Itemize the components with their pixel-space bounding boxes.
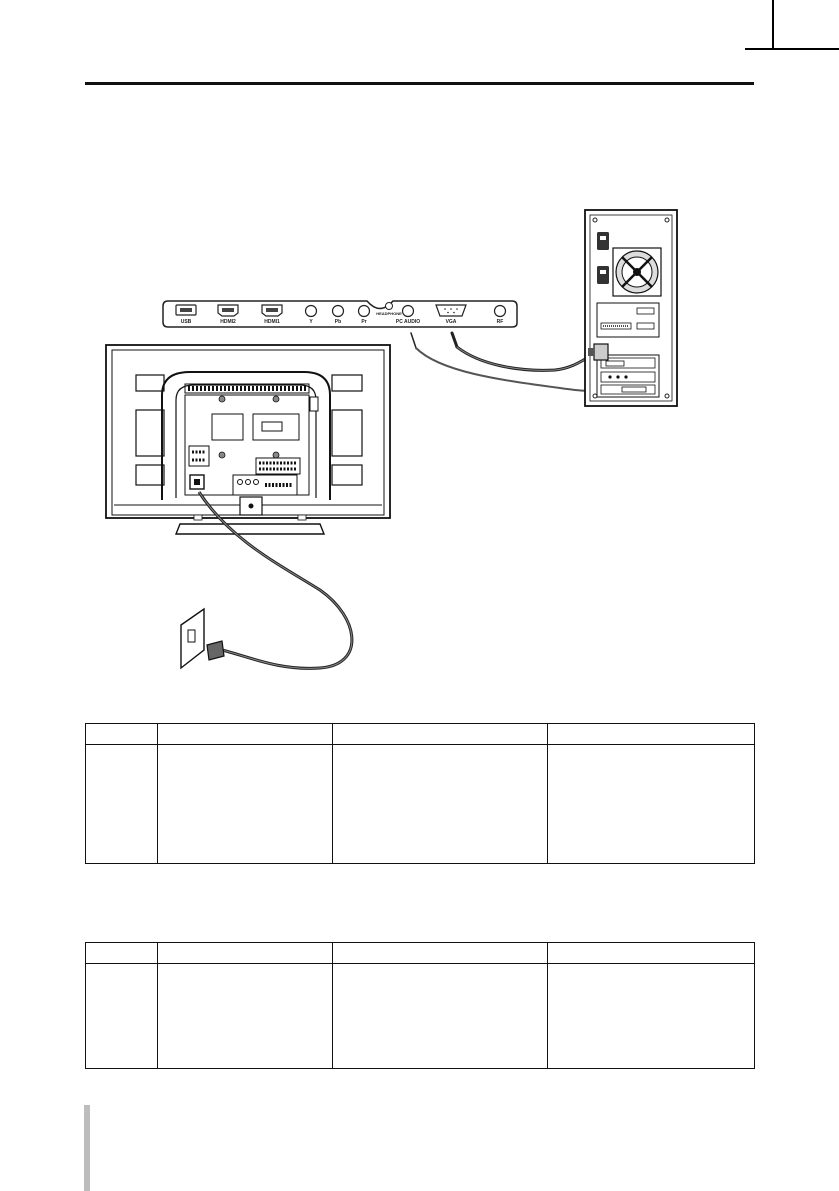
table-header-cell	[85, 723, 158, 745]
power-plug	[206, 640, 225, 661]
pc-tower	[584, 209, 678, 407]
pc-audio-card	[600, 371, 656, 383]
table-header-cell	[157, 723, 333, 745]
table-header-cell	[547, 723, 755, 745]
table-cell	[157, 963, 333, 1069]
table-header-cell	[547, 942, 755, 964]
wall-outlet	[180, 607, 225, 670]
port-label-pr: Pr	[361, 319, 366, 325]
table-header-row	[85, 723, 755, 745]
pb-jack	[331, 304, 345, 318]
tv-port-panel: USB HDMI2 HDMI1 Y Pb Pr HEADPHONE PC AUD…	[162, 300, 518, 328]
rf-jack	[493, 304, 507, 318]
port-label-usb: USB	[181, 319, 192, 325]
pc-cables	[410, 331, 606, 393]
table-cell	[157, 744, 333, 864]
port-label-hdmi1: HDMI1	[264, 319, 280, 325]
vga-port	[435, 304, 467, 317]
pc-vga-port	[600, 357, 656, 369]
port-label-vga: VGA	[446, 319, 457, 325]
pc-connection-diagram: USB HDMI2 HDMI1 Y Pb Pr HEADPHONE PC AUD…	[105, 209, 678, 670]
table-cell	[547, 963, 755, 1069]
table-cell	[85, 963, 158, 1069]
table-header-cell	[85, 942, 158, 964]
y-jack	[304, 304, 318, 318]
crop-mark-vertical	[772, 0, 774, 48]
pc-power-inlet	[597, 232, 609, 250]
power-cord	[197, 491, 354, 670]
port-label-hdmi2: HDMI2	[220, 319, 236, 325]
table-cell	[85, 744, 158, 864]
crop-mark-horizontal	[745, 48, 839, 50]
port-label-headphone: HEADPHONE	[376, 311, 402, 316]
table-header-cell	[332, 723, 548, 745]
spec-table-2	[85, 942, 755, 1069]
tv-rear-view	[105, 344, 391, 535]
table-header-row	[85, 942, 755, 964]
port-label-y: Y	[309, 319, 313, 325]
spec-table-1	[85, 723, 755, 864]
table-row	[85, 963, 755, 1069]
pc-power-outlet	[597, 266, 609, 284]
pc-audio-jack	[401, 304, 415, 318]
port-label-rf: RF	[497, 319, 504, 325]
table-cell	[332, 744, 548, 864]
table-row	[85, 744, 755, 864]
table-cell	[332, 963, 548, 1069]
table-header-cell	[157, 942, 333, 964]
page-edge-bar	[84, 1105, 90, 1191]
table-header-cell	[332, 942, 548, 964]
table-cell	[547, 744, 755, 864]
headphone-jack	[385, 302, 393, 310]
vga-plug	[593, 343, 609, 361]
header-rule	[85, 82, 754, 85]
port-label-pc-audio: PC AUDIO	[396, 319, 420, 325]
port-label-pb: Pb	[335, 319, 341, 325]
pr-jack	[357, 304, 371, 318]
